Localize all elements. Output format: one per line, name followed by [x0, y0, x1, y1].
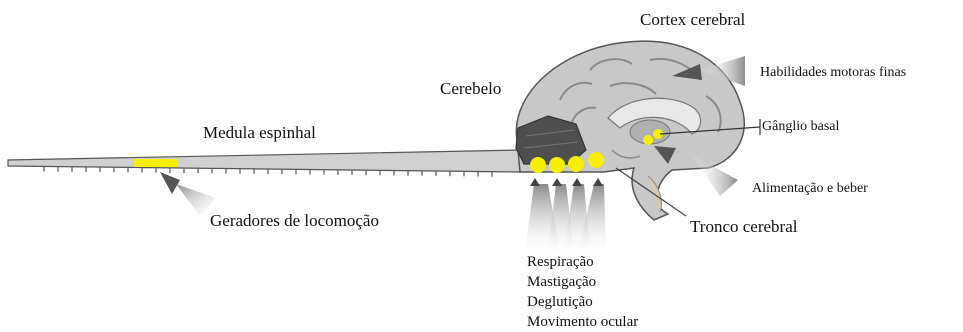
label-feeding: Alimentação e beber — [752, 182, 868, 196]
brainstem-dot-4 — [588, 152, 604, 168]
brainstem-function-arrows — [525, 178, 606, 252]
function-eye-movement: Movimento ocular — [527, 312, 638, 332]
label-cortex: Cortex cerebral — [640, 11, 745, 28]
locomotion-arrow — [160, 172, 216, 216]
function-chewing: Mastigação — [527, 272, 638, 292]
locomotion-highlight — [134, 159, 178, 167]
label-basal-ganglia: Gânglio basal — [762, 120, 839, 134]
label-locomotion: Geradores de locomoção — [210, 212, 379, 229]
brainstem-functions-list: Respiração Mastigação Deglutição Movimen… — [527, 252, 638, 332]
label-fine-motor: Habilidades motoras finas — [760, 66, 906, 80]
label-brainstem: Tronco cerebral — [690, 218, 797, 235]
brainstem-dot-1 — [530, 157, 546, 173]
brainstem-dot-3 — [568, 156, 584, 172]
spinal-cord — [8, 150, 520, 177]
brainstem-dot-2 — [549, 157, 565, 173]
function-respiration: Respiração — [527, 252, 638, 272]
basal-ganglia-dot-1 — [643, 135, 653, 145]
label-cerebellum: Cerebelo — [440, 80, 501, 97]
function-swallowing: Deglutição — [527, 292, 638, 312]
label-spinal-cord: Medula espinhal — [203, 124, 316, 141]
